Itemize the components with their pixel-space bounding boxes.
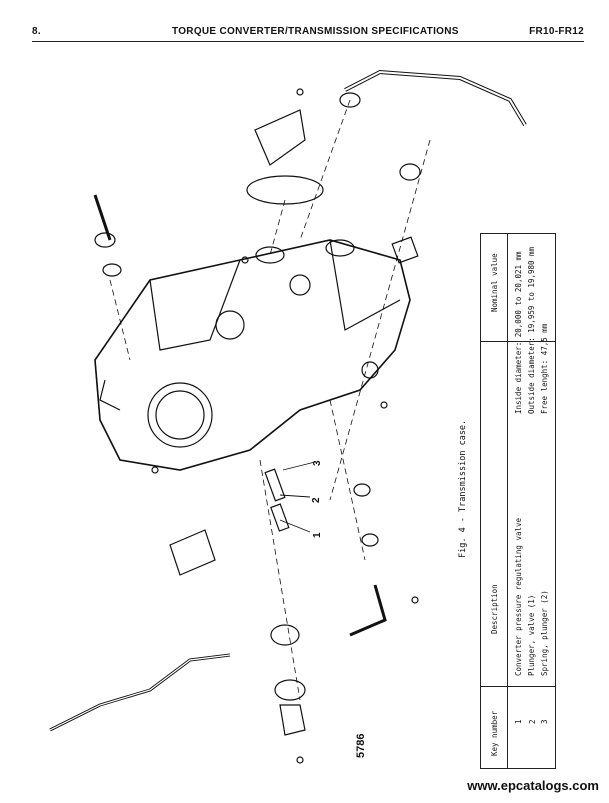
key-1: 1	[514, 719, 523, 724]
callout-3: 3	[312, 460, 323, 466]
key-2: 2	[528, 719, 537, 724]
callout-2: 2	[311, 497, 322, 503]
page-title: TORQUE CONVERTER/TRANSMISSION SPECIFICAT…	[172, 26, 459, 37]
description-1: Plunger, valve (1)	[527, 594, 536, 676]
model-code: FR10-FR12	[529, 26, 584, 37]
table-header-column	[481, 234, 508, 768]
drawing-number: 5786	[355, 733, 367, 758]
key-3: 3	[540, 719, 549, 724]
page-number: 8.	[32, 26, 41, 37]
table-divider	[481, 341, 555, 342]
value-3: Free lenght: 47,5 mm	[540, 323, 549, 414]
page-header: 8. TORQUE CONVERTER/TRANSMISSION SPECIFI…	[32, 26, 584, 40]
group-description: Converter pressure regulating valve	[514, 517, 523, 676]
header-description: Description	[490, 584, 499, 634]
value-1: Outside diameter: 19,959 to 19,980 mm	[527, 246, 536, 414]
spec-table: Key number Description Nominal value 1 2…	[480, 233, 556, 769]
watermark: www.epcatalogs.com	[467, 778, 599, 793]
group-value: Inside diameter: 20,000 to 20,021 mm	[514, 251, 523, 414]
table-divider	[481, 686, 555, 687]
header-key-number: Key number	[490, 710, 499, 756]
callout-1: 1	[312, 532, 323, 538]
header-rule	[32, 41, 584, 42]
description-3: Spring, plunger (2)	[540, 590, 549, 676]
figure-caption: Fig. 4 - Transmission case.	[458, 419, 468, 558]
header-nominal-value: Nominal value	[490, 253, 499, 312]
